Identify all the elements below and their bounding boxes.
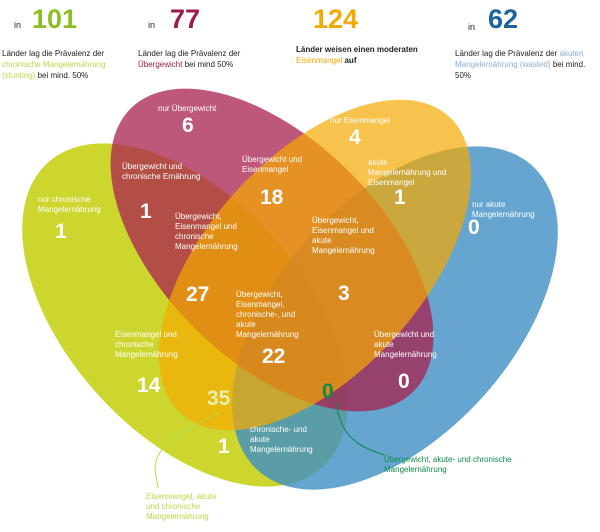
- region-value: 14: [137, 374, 161, 397]
- header-prefix: in: [468, 22, 476, 32]
- stat-acute-desc: Länder lag die Prävalenz der akuten Mang…: [455, 48, 600, 81]
- region-value: 6: [182, 114, 194, 137]
- region-label: nur chronische Mangelernährung: [38, 195, 101, 214]
- region-label: nur Übergewicht: [158, 104, 217, 113]
- region-label: Übergewicht, Eisenmangel und akute Mange…: [312, 216, 375, 255]
- desc-highlight: Übergewicht: [138, 60, 183, 69]
- region-value: 4: [349, 126, 361, 149]
- region-value: 27: [186, 283, 210, 306]
- stat-chronic-desc: Länder lag die Prävalenz der chronische …: [2, 48, 122, 81]
- desc-text: Länder lag die Prävalenz der: [455, 49, 558, 58]
- region-value-callout: 35: [207, 387, 231, 410]
- callout-label: Eisenmangel, akute und chronische Mangel…: [146, 492, 217, 521]
- region-value: 1: [55, 220, 67, 243]
- desc-text: auf: [344, 56, 357, 65]
- callout-line-35: [154, 411, 221, 489]
- region-label: Übergewicht und akute Mangelernährung: [374, 330, 437, 359]
- region-value: 1: [140, 200, 152, 223]
- desc-highlight: Eisenmangel: [296, 56, 343, 65]
- stat-chronic: 101: [32, 4, 78, 34]
- stat-overweight: 77: [170, 4, 201, 34]
- region-label: nur akute Mangelernährung: [472, 200, 535, 219]
- header-prefix: in: [14, 20, 22, 30]
- stat-acute: 62: [488, 4, 519, 34]
- callout-line-0: [335, 401, 386, 456]
- region-label: Übergewicht und Eisenmangel: [242, 155, 303, 174]
- desc-highlight: akuten Mangelernährung (wasted): [455, 49, 584, 69]
- desc-text: Länder weisen einen moderaten: [296, 45, 418, 54]
- desc-text: bei mind 50%: [184, 60, 234, 69]
- header-prefix: in: [148, 20, 156, 30]
- region-value: 0: [398, 370, 410, 393]
- desc-highlight: chronische Mangelernährung (stunting): [2, 60, 106, 80]
- region-value: 3: [338, 282, 350, 305]
- region-value-callout: 0: [322, 380, 334, 403]
- stat-iron: 124: [313, 4, 359, 34]
- region-value: 1: [218, 435, 230, 458]
- desc-text: bei mind. 50%: [455, 60, 586, 80]
- region-label: Eisenmangel und chronische Mangelernähru…: [115, 330, 178, 359]
- callout-label: Übergewicht, akute- und chronische Mange…: [384, 455, 512, 474]
- region-value: 22: [262, 345, 286, 368]
- region-label: Übergewicht, Eisenmangel, chronische-, u…: [236, 290, 299, 339]
- stat-overweight-desc: Länder lag die Prävalenz der Übergewicht…: [138, 48, 258, 70]
- region-value: 1: [394, 186, 406, 209]
- desc-text: Länder lag die Prävalenz der: [2, 49, 105, 58]
- region-value: 0: [468, 216, 480, 239]
- desc-text: bei mind. 50%: [37, 71, 89, 80]
- region-label: chronische- und akute Mangelernährung: [250, 425, 313, 454]
- region-value: 18: [260, 186, 284, 209]
- region-label: Übergewicht, Eisenmangel und chronische …: [175, 212, 238, 251]
- region-label: akute Mangelernährung und Eisenmangel: [368, 158, 447, 187]
- stat-iron-desc: Länder weisen einen moderaten Eisenmange…: [296, 44, 426, 66]
- region-label: Übergewicht und chronische Ernährung: [122, 162, 201, 181]
- set-iron: [158, 99, 472, 431]
- region-label: nur Eisenmangel: [330, 116, 391, 125]
- desc-text: Länder lag die Prävalenz der: [138, 49, 241, 58]
